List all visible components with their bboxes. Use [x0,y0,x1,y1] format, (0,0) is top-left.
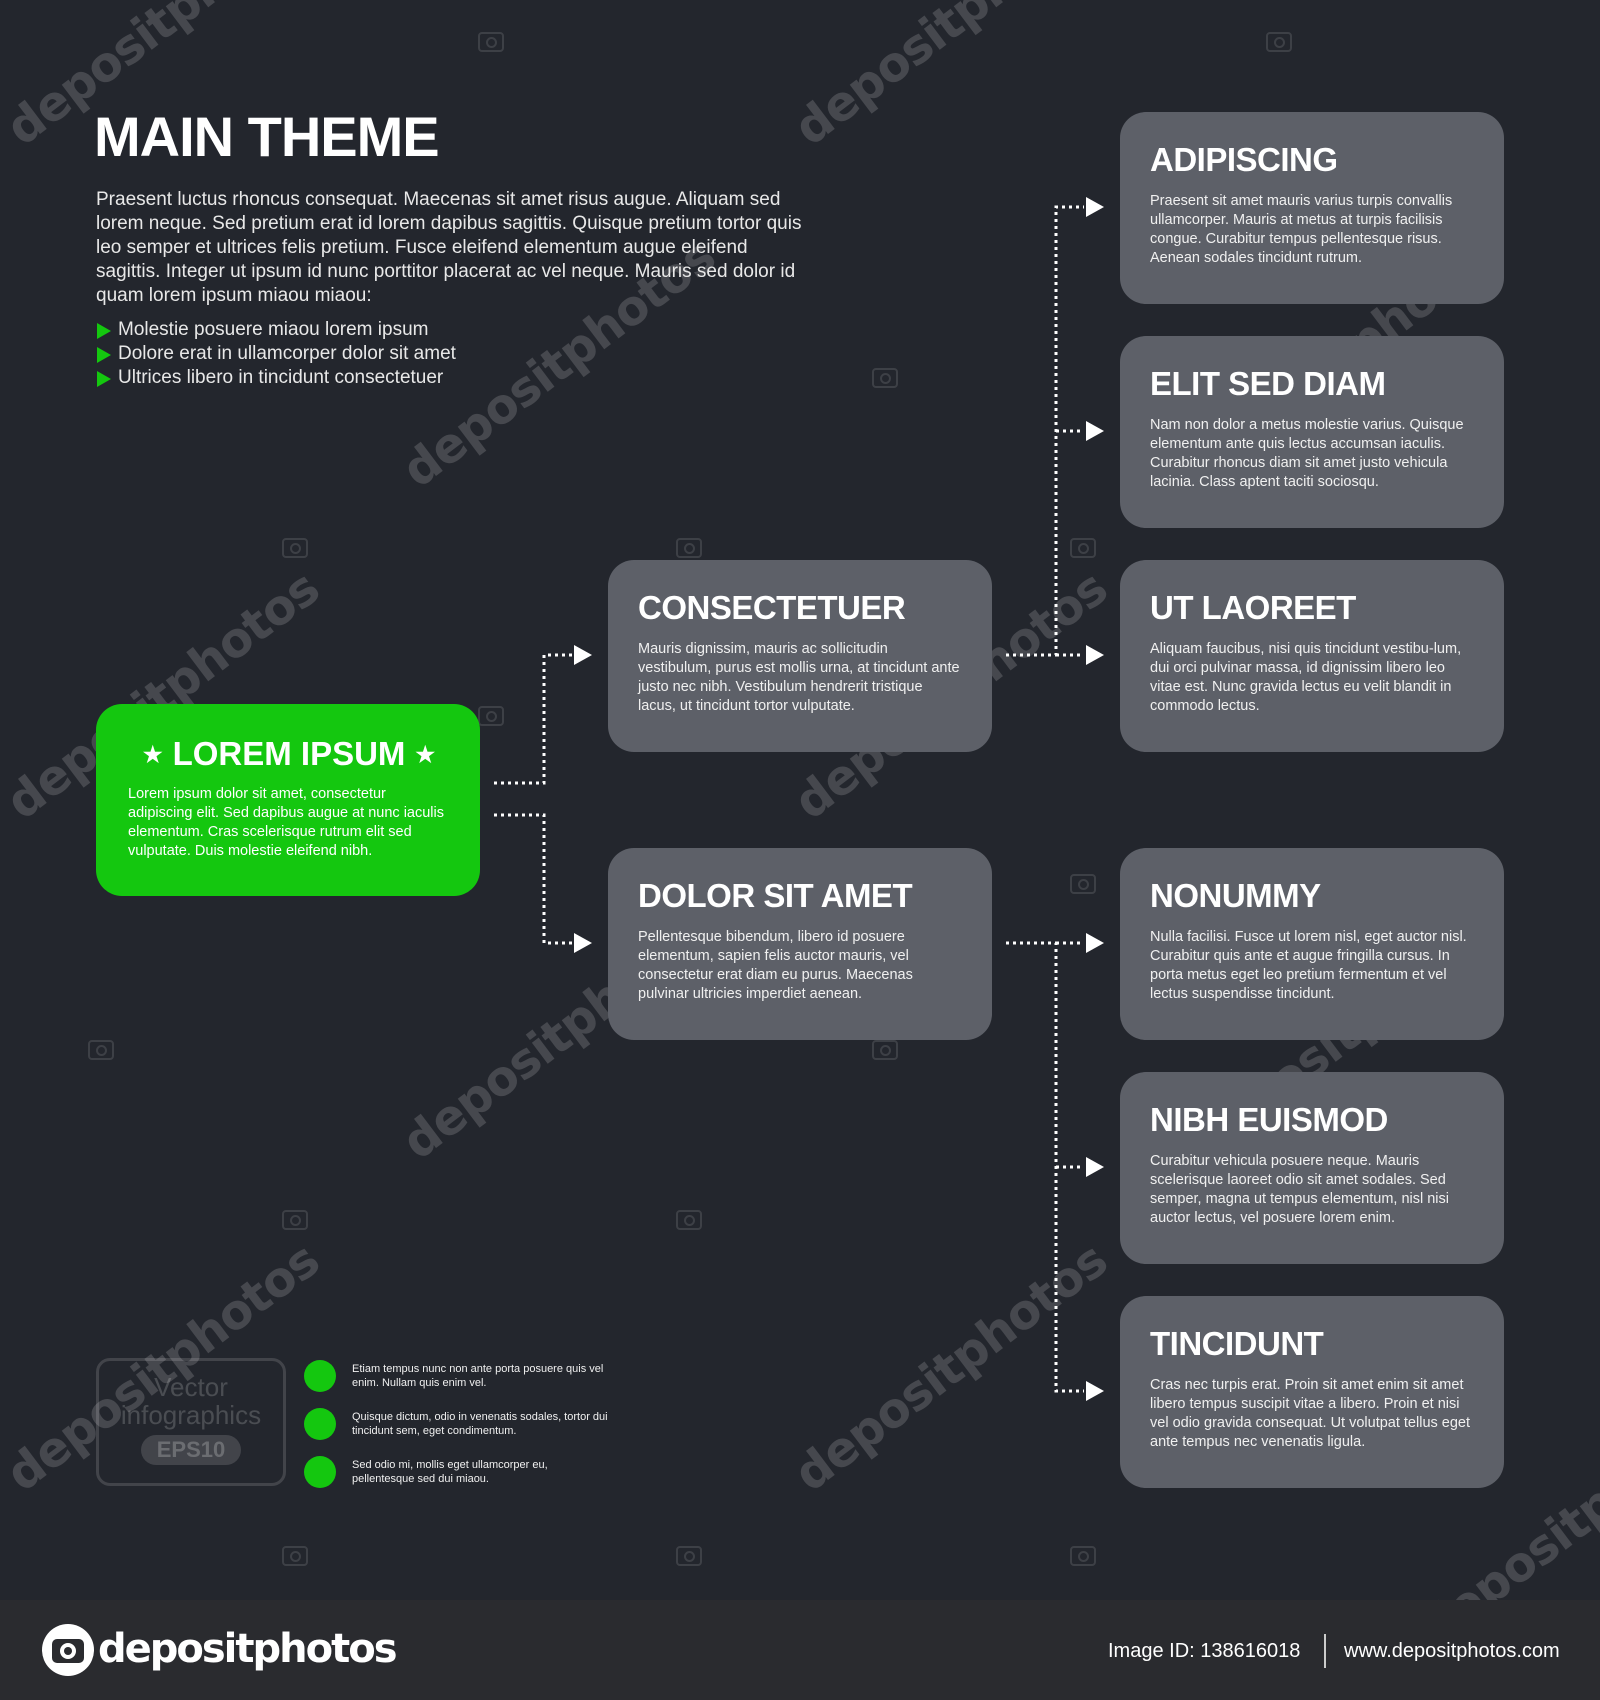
camera-icon [282,1546,308,1566]
camera-icon [478,32,504,52]
root-node: ★ LOREM IPSUM ★ Lorem ipsum dolor sit amet… [96,704,480,896]
node-text: Aliquam faucibus, nisi quis tincidunt ve… [1150,641,1462,714]
main-title: MAIN THEME [94,105,440,168]
arrow-head-icon [574,645,592,665]
triangle-bullet-icon [97,323,111,339]
green-dot-icon [304,1360,336,1392]
node-title: CONSECTETUER [638,589,906,626]
vector-badge: Vector infographics EPS10 [96,1358,286,1486]
camera-icon [282,1210,308,1230]
root-text: Lorem ipsum dolor sit amet, consectetur … [128,786,444,859]
node-title: ADIPISCING [1150,141,1338,178]
triangle-bullet-icon [97,347,111,363]
node-title: TINCIDUNT [1150,1325,1324,1362]
node-nibh-euismod: NIBH EUISMOD Curabitur vehicula posuere … [1120,1072,1504,1264]
camera-icon [676,1546,702,1566]
node-title: NONUMMY [1150,877,1321,914]
legend-text: Sed odio mi, mollis eget ullamcorper eu,… [352,1459,548,1485]
legend-text: Etiam tempus nunc non ante porta posuere… [352,1363,604,1389]
connector-lines [494,197,1104,1401]
node-title: UT LAOREET [1150,589,1356,626]
camera-icon [282,538,308,558]
root-title: ★ LOREM IPSUM ★ [128,734,450,775]
node-text: Nam non dolor a metus molestie varius. Q… [1150,417,1464,490]
camera-icon [1266,32,1292,52]
badge-line: infographics [120,1400,262,1430]
camera-icon [478,706,504,726]
footer-url[interactable]: www.depositphotos.com [1344,1640,1560,1662]
arrow-head-icon [1086,1381,1104,1401]
main-description: Praesent luctus rhoncus consequat. Maece… [96,189,802,306]
footer-brand: depositphotos [98,1626,398,1672]
badge-pill: EPS10 [140,1435,242,1465]
triangle-bullet-icon [97,371,111,387]
badge-line: Vector [154,1372,228,1402]
node-ut-laoreet: UT LAOREET Aliquam faucibus, nisi quis t… [1120,560,1504,752]
infographic-canvas: depositphotos depositphotos depositphoto… [0,0,1600,1657]
green-dot-icon [304,1456,336,1488]
connector-root-to-consectetuer [494,653,572,785]
node-tincidunt: TINCIDUNT Cras nec turpis erat. Proin si… [1120,1296,1504,1488]
bullet-text: Ultrices libero in tincidunt consectetue… [118,367,444,388]
camera-icon [872,1040,898,1060]
camera-icon [676,1210,702,1230]
node-adipiscing: ADIPISCING Praesent sit amet mauris vari… [1120,112,1504,304]
star-icon: ★ [415,742,436,767]
node-text: Mauris dignissim, mauris ac sollicitudin… [638,641,960,714]
camera-icon [1070,1546,1096,1566]
bullet-item: Ultrices libero in tincidunt consectetue… [96,366,456,390]
node-text: Praesent sit amet mauris varius turpis c… [1150,193,1453,266]
node-text: Cras nec turpis erat. Proin sit amet eni… [1150,1377,1471,1450]
green-dot-icon [304,1408,336,1440]
star-icon: ★ [142,742,163,767]
arrow-head-icon [1086,645,1104,665]
image-id: Image ID: 138616018 [1108,1640,1301,1662]
bullet-item: Dolore erat in ullamcorper dolor sit ame… [96,342,456,366]
node-title: NIBH EUISMOD [1150,1101,1388,1138]
connector-root-to-dolor [494,813,572,945]
arrow-head-icon [1086,197,1104,217]
bullet-text: Molestie posuere miaou lorem ipsum [118,319,429,340]
arrow-head-icon [574,933,592,953]
footer-bar: depositphotos Image ID: 138616018 www.de… [0,1600,1600,1700]
footer-divider [1324,1634,1326,1668]
camera-icon [676,538,702,558]
camera-icon [1070,538,1096,558]
camera-icon [88,1040,114,1060]
node-text: Nulla facilisi. Fusce ut lorem nisl, ege… [1150,929,1467,1002]
node-nonummy: NONUMMY Nulla facilisi. Fusce ut lorem n… [1120,848,1504,1040]
camera-icon [1070,874,1096,894]
node-elit-sed-diam: ELIT SED DIAM Nam non dolor a metus mole… [1120,336,1504,528]
node-consectetuer: CONSECTETUER Mauris dignissim, mauris ac… [608,560,992,752]
arrow-head-icon [1086,421,1104,441]
node-text: Pellentesque bibendum, libero id posuere… [638,929,913,1002]
node-title: DOLOR SIT AMET [638,877,913,914]
camera-logo-icon [42,1624,94,1676]
arrow-head-icon [1086,1157,1104,1177]
node-title: ELIT SED DIAM [1150,365,1386,402]
bullet-item: Molestie posuere miaou lorem ipsum [96,318,456,342]
arrow-head-icon [1086,933,1104,953]
bullet-text: Dolore erat in ullamcorper dolor sit ame… [118,343,456,364]
root-title-text: LOREM IPSUM [172,735,406,772]
node-dolor-sit-amet: DOLOR SIT AMET Pellentesque bibendum, li… [608,848,992,1040]
connector-dolor-to-children [1006,941,1084,1393]
bullet-list: Molestie posuere miaou lorem ipsum Dolor… [96,318,456,390]
camera-icon [872,368,898,388]
legend-text: Quisque dictum, odio in venenatis sodale… [352,1411,608,1437]
node-text: Curabitur vehicula posuere neque. Mauris… [1150,1153,1449,1226]
connector-consectetuer-to-children [1006,205,1084,657]
